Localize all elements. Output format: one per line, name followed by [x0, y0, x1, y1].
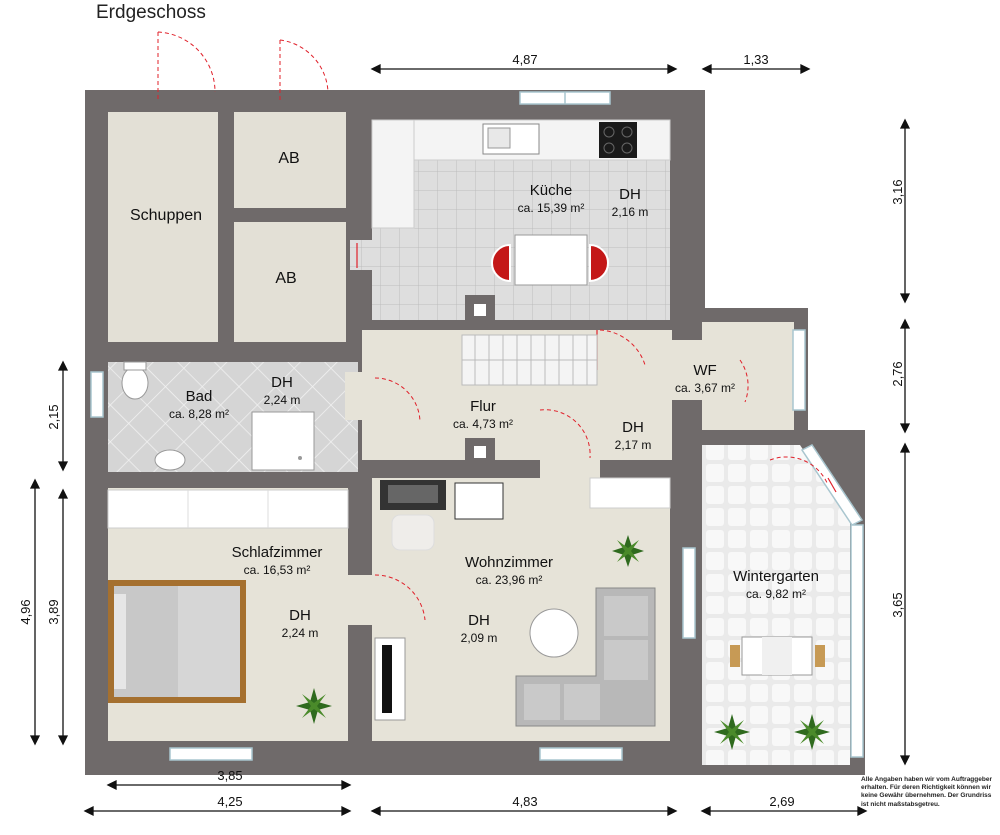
toilet: [121, 366, 149, 400]
plant-icon: [714, 714, 750, 750]
disclaimer-note: Alle Angaben haben wir vom Auftraggeber …: [861, 776, 992, 808]
dim-right-2: 2,76: [890, 361, 905, 386]
plants: [296, 535, 830, 750]
room-name-flur: Flur: [470, 398, 496, 415]
armchair: [391, 514, 435, 551]
washbasin: [154, 449, 186, 471]
kitchen-hob: [599, 122, 637, 158]
plant-icon: [794, 714, 830, 750]
furniture: [107, 122, 825, 727]
kitchen-counter-left: [371, 119, 415, 229]
dim-bottom-4: 2,69: [769, 794, 794, 809]
room-name-kueche: Küche: [530, 182, 573, 199]
sideboard: [454, 482, 504, 520]
wardrobe: [107, 489, 349, 529]
room-name-ab2: AB: [275, 270, 296, 287]
room-area-bad: ca. 8,28 m²: [169, 407, 229, 421]
dim-bottom-3: 4,83: [512, 794, 537, 809]
ab1-floor: [234, 112, 346, 208]
dh-label-bad: DH: [271, 374, 293, 391]
dh-value-bad: 2,24 m: [264, 393, 301, 407]
wf-floor: [702, 322, 794, 430]
dim-bottom-1: 3,85: [217, 768, 242, 783]
floor-title: Erdgeschoss: [96, 2, 206, 23]
dh-value-wohnzimmer: 2,09 m: [461, 631, 498, 645]
shelf: [589, 477, 671, 509]
plant-icon: [612, 535, 644, 567]
room-labels: Schuppen AB AB Küche ca. 15,39 m² DH 2,1…: [130, 150, 819, 645]
room-area-wohnzimmer: ca. 23,96 m²: [476, 573, 543, 587]
dim-left-2: 4,96: [18, 599, 33, 624]
room-area-schlafzimmer: ca. 16,53 m²: [244, 563, 311, 577]
dimension-labels: 4,87 1,33 3,16 2,76 3,65 2,15 4,96 3,89 …: [18, 52, 905, 809]
bad-floor: [108, 362, 358, 472]
shower: [251, 411, 315, 471]
dh-value-kueche: 2,16 m: [612, 205, 649, 219]
chair-right: [589, 243, 609, 283]
room-name-wf: WF: [693, 362, 716, 379]
room-area-wf: ca. 3,67 m²: [675, 381, 735, 395]
room-name-bad: Bad: [186, 388, 213, 405]
dim-right-1: 3,16: [890, 179, 905, 204]
dimension-lines: [29, 63, 911, 817]
wintergarten-floor: [702, 445, 850, 765]
dim-bottom-2: 4,25: [217, 794, 242, 809]
room-area-wintergarten: ca. 9,82 m²: [746, 587, 806, 601]
dh-label-flur: DH: [622, 419, 644, 436]
schuppen-floor: [108, 112, 218, 342]
door-swings: [157, 31, 829, 621]
room-name-wohnzimmer: Wohnzimmer: [465, 554, 553, 571]
chair-left: [491, 243, 511, 283]
dh-value-schlafzimmer: 2,24 m: [282, 626, 319, 640]
staircase: [461, 334, 598, 386]
dh-label-kueche: DH: [619, 186, 641, 203]
dh-value-flur: 2,17 m: [615, 438, 652, 452]
room-name-ab1: AB: [278, 150, 299, 167]
ab2-floor: [234, 222, 346, 342]
room-name-wintergarten: Wintergarten: [733, 568, 819, 585]
plant-icon: [296, 688, 332, 724]
room-name-schlafzimmer: Schlafzimmer: [232, 544, 323, 561]
room-area-flur: ca. 4,73 m²: [453, 417, 513, 431]
dim-right-3: 3,65: [890, 592, 905, 617]
dim-top-1: 4,87: [512, 52, 537, 67]
dh-label-schlafzimmer: DH: [289, 607, 311, 624]
dim-top-2: 1,33: [743, 52, 768, 67]
dim-left-1: 2,15: [46, 404, 61, 429]
room-area-kueche: ca. 15,39 m²: [518, 201, 585, 215]
dim-left-3: 3,89: [46, 599, 61, 624]
coffee-table: [529, 608, 579, 658]
room-name-schuppen: Schuppen: [130, 207, 202, 224]
dining-table: [514, 234, 588, 286]
dh-label-wohnzimmer: DH: [468, 612, 490, 629]
